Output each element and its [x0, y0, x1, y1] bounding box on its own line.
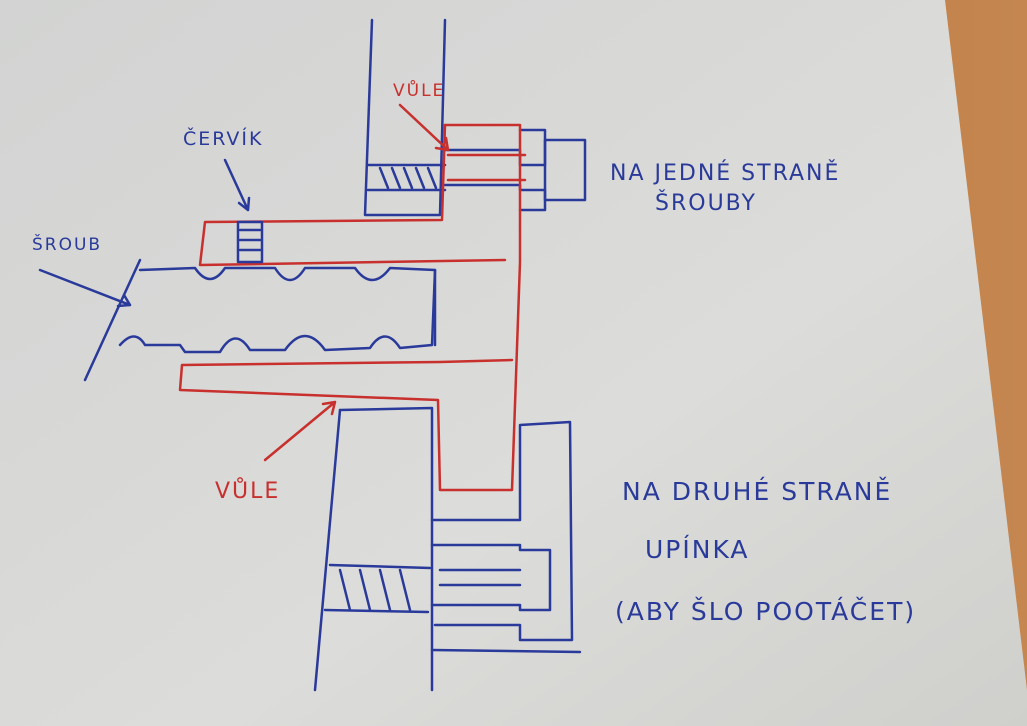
screw-shaft	[83, 258, 437, 382]
label-cervik: ČERVÍK	[183, 126, 264, 150]
label-other-side-line1: NA DRUHÉ STRANĚ	[622, 477, 892, 506]
arrow-sroub	[38, 268, 132, 308]
red-flange	[178, 123, 527, 492]
label-other-side-line3: (ABY ŠLO POOTÁČET)	[615, 596, 916, 626]
arrow-vule-bottom	[263, 400, 337, 462]
label-vule-top: VŮLE	[393, 79, 445, 101]
arrow-vule-top	[398, 103, 450, 152]
label-other-side-line2: UPÍNKA	[645, 535, 750, 564]
label-one-side-line1: NA JEDNÉ STRANĚ	[610, 160, 840, 186]
label-one-side-line2: ŠROUBY	[655, 190, 757, 216]
annotation-arrows	[38, 103, 450, 462]
arrow-cervik	[223, 158, 251, 212]
label-vule-bottom: VŮLE	[215, 477, 280, 504]
label-sroub: ŠROUB	[32, 233, 102, 255]
lower-wall	[313, 406, 582, 692]
